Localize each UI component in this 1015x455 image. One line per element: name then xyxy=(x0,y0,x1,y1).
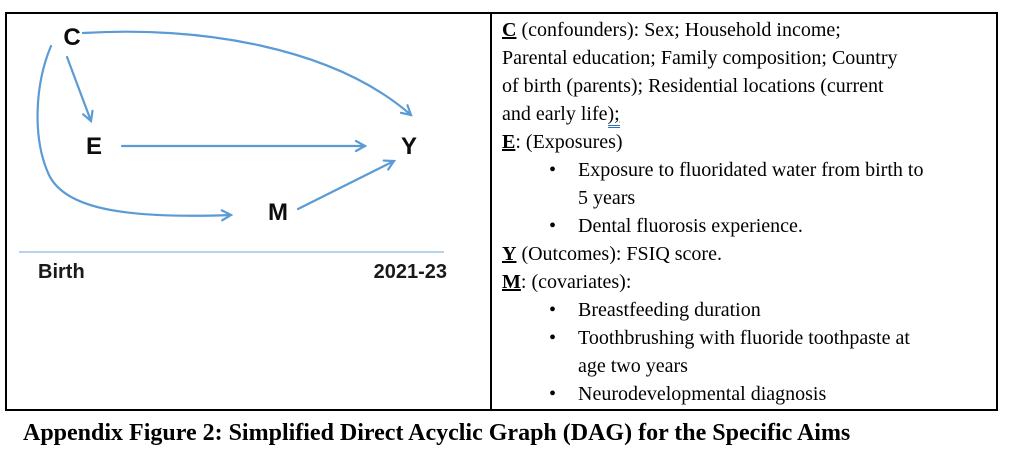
legend-line-m: M: (covariates): xyxy=(502,268,992,296)
legend-text: Breastfeeding duration xyxy=(578,299,761,321)
legend-line-y: Y (Outcomes): FSIQ score. xyxy=(502,240,992,268)
legend-letter-y: Y xyxy=(502,243,517,265)
edge-c-to-e xyxy=(65,55,91,121)
legend-text: and early life xyxy=(502,103,608,125)
legend-letter-c: C xyxy=(502,19,517,41)
legend-bullet-continuation: age two years xyxy=(578,355,688,377)
legend-bullet-item: • Dental fluorosis experience. xyxy=(502,212,992,240)
bullet-icon: • xyxy=(549,299,557,321)
legend-bullet-item: • Breastfeeding duration xyxy=(502,296,992,324)
dag-panel: C E Y M Birth 2021-23 xyxy=(7,14,492,409)
node-e: E xyxy=(86,133,102,160)
legend-line-c-3: of birth (parents); Residential location… xyxy=(502,75,884,97)
legend-text: : xyxy=(520,271,527,293)
dag-diagram: C E Y M Birth 2021-23 xyxy=(19,24,447,283)
node-m: M xyxy=(268,199,288,226)
legend-bullet-item: • Neurodevelopmental diagnosis xyxy=(502,380,992,408)
bullet-icon: • xyxy=(549,383,557,405)
legend-bullet-item: • Toothbrushing with fluoride toothpaste … xyxy=(502,324,992,352)
figure-table: C E Y M Birth 2021-23 C (confounders): S… xyxy=(5,12,998,411)
edge-c-to-y xyxy=(81,30,411,115)
legend-line-c-4: and early life); xyxy=(502,100,992,128)
legend-text: (confounders): Sex; Household income; xyxy=(516,19,841,41)
figure-caption: Appendix Figure 2: Simplified Direct Acy… xyxy=(23,420,851,446)
legend-text: Dental fluorosis experience. xyxy=(578,215,803,237)
bullet-icon: • xyxy=(549,159,557,181)
legend-letter-e: E xyxy=(502,131,516,153)
legend-line-e: E: (Exposures) xyxy=(502,128,992,156)
edge-m-to-y xyxy=(296,161,394,211)
legend-panel: C (confounders): Sex; Household income; … xyxy=(492,14,996,409)
legend-bullet-continuation: 5 years xyxy=(578,187,636,209)
edge-c-to-m xyxy=(36,44,231,216)
legend-line-c-1: C (confounders): Sex; Household income; xyxy=(502,16,992,44)
grammar-flagged-text: ); xyxy=(607,103,620,128)
legend-bullet-item: • Exposure to fluoridated water from birt… xyxy=(502,156,992,184)
legend-text: (covariates): xyxy=(526,271,632,293)
bullet-icon: • xyxy=(549,327,557,349)
timeline-start-label: Birth xyxy=(38,261,85,283)
legend-text: Neurodevelopmental diagnosis xyxy=(578,383,827,405)
node-y: Y xyxy=(401,133,417,160)
legend-text: (Exposures) xyxy=(520,131,623,153)
legend-text: (Outcomes): FSIQ score. xyxy=(516,243,722,265)
legend-text: : xyxy=(515,131,521,153)
legend-letter-m: M xyxy=(502,271,521,293)
node-c: C xyxy=(63,24,80,51)
legend-text: Toothbrushing with fluoride toothpaste a… xyxy=(578,327,910,349)
bullet-icon: • xyxy=(549,215,557,237)
legend-line-c-2: Parental education; Family composition; … xyxy=(502,47,898,69)
legend-text: Exposure to fluoridated water from birth… xyxy=(578,159,924,181)
timeline-end-label: 2021-23 xyxy=(374,261,447,283)
